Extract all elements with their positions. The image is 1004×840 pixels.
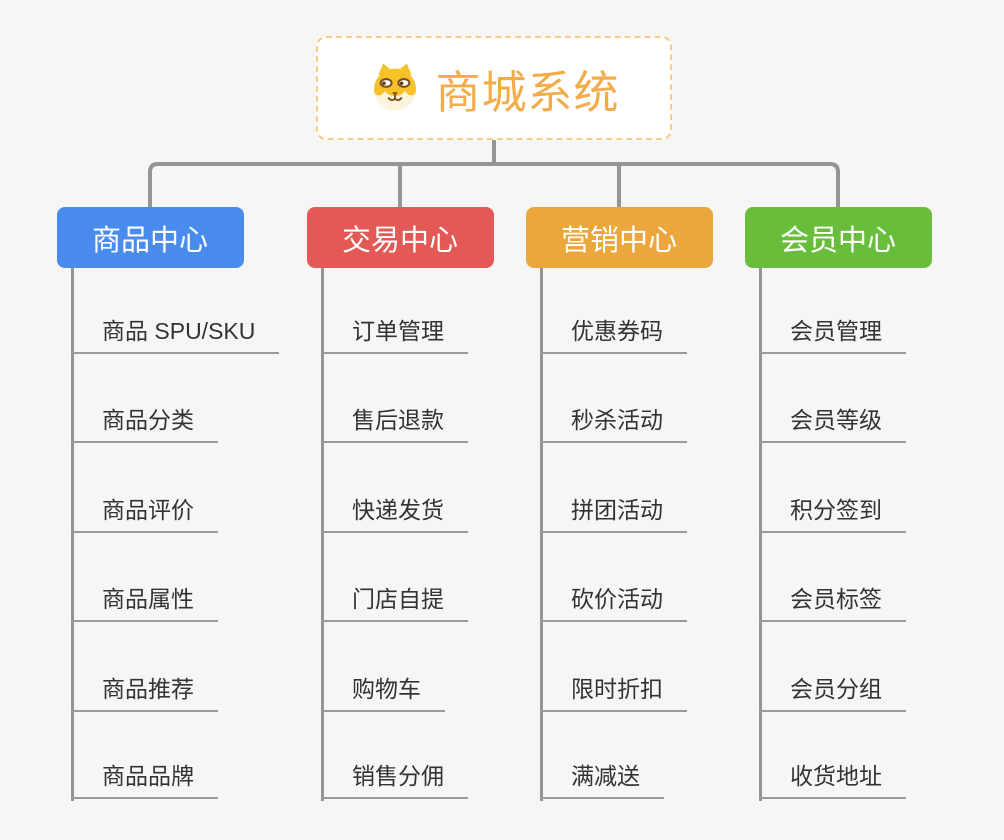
leaf-member-center-5[interactable]: 会员分组 [759,674,906,712]
branch-label: 会员中心 [779,224,896,257]
root-title: 商城系统 [435,66,620,118]
leaf-product-center-5[interactable]: 商品推荐 [71,674,218,712]
branch-box-marketing-center[interactable]: 营销中心 [525,207,713,268]
leaf-member-center-4[interactable]: 会员标签 [759,584,906,622]
leaf-marketing-center-5[interactable]: 限时折扣 [540,674,687,712]
leaf-member-center-3[interactable]: 积分签到 [759,495,906,533]
branch-spine [321,268,324,801]
leaf-trade-center-1[interactable]: 订单管理 [321,316,468,354]
leaf-product-center-4[interactable]: 商品属性 [71,584,218,622]
branch-label: 商品中心 [91,224,208,257]
branch-label: 交易中心 [341,224,458,257]
branch-label: 营销中心 [560,224,677,257]
leaf-trade-center-5[interactable]: 购物车 [321,674,445,712]
root-node[interactable]: 商城系统 [316,36,672,140]
leaf-marketing-center-2[interactable]: 秒杀活动 [540,405,687,443]
leaf-trade-center-3[interactable]: 快递发货 [321,495,468,533]
leaf-product-center-1[interactable]: 商品 SPU/SKU [71,316,280,354]
branch-box-trade-center[interactable]: 交易中心 [306,207,494,268]
leaf-marketing-center-4[interactable]: 砍价活动 [540,584,687,622]
leaf-marketing-center-1[interactable]: 优惠券码 [540,316,687,354]
leaf-member-center-6[interactable]: 收货地址 [759,761,906,799]
leaf-member-center-2[interactable]: 会员等级 [759,405,906,443]
leaf-trade-center-6[interactable]: 销售分佣 [321,761,468,799]
dog-face-icon [368,61,422,115]
branch-box-product-center[interactable]: 商品中心 [56,207,244,268]
branch-spine [759,268,762,801]
leaf-product-center-3[interactable]: 商品评价 [71,495,218,533]
leaf-member-center-1[interactable]: 会员管理 [759,316,906,354]
leaf-trade-center-2[interactable]: 售后退款 [321,405,468,443]
branch-box-member-center[interactable]: 会员中心 [744,207,932,268]
leaf-product-center-2[interactable]: 商品分类 [71,405,218,443]
leaf-marketing-center-3[interactable]: 拼团活动 [540,495,687,533]
leaf-product-center-6[interactable]: 商品品牌 [71,761,218,799]
branch-spine [540,268,543,801]
branch-spine [71,268,74,801]
leaf-trade-center-4[interactable]: 门店自提 [321,584,468,622]
leaf-marketing-center-6[interactable]: 满减送 [540,761,664,799]
